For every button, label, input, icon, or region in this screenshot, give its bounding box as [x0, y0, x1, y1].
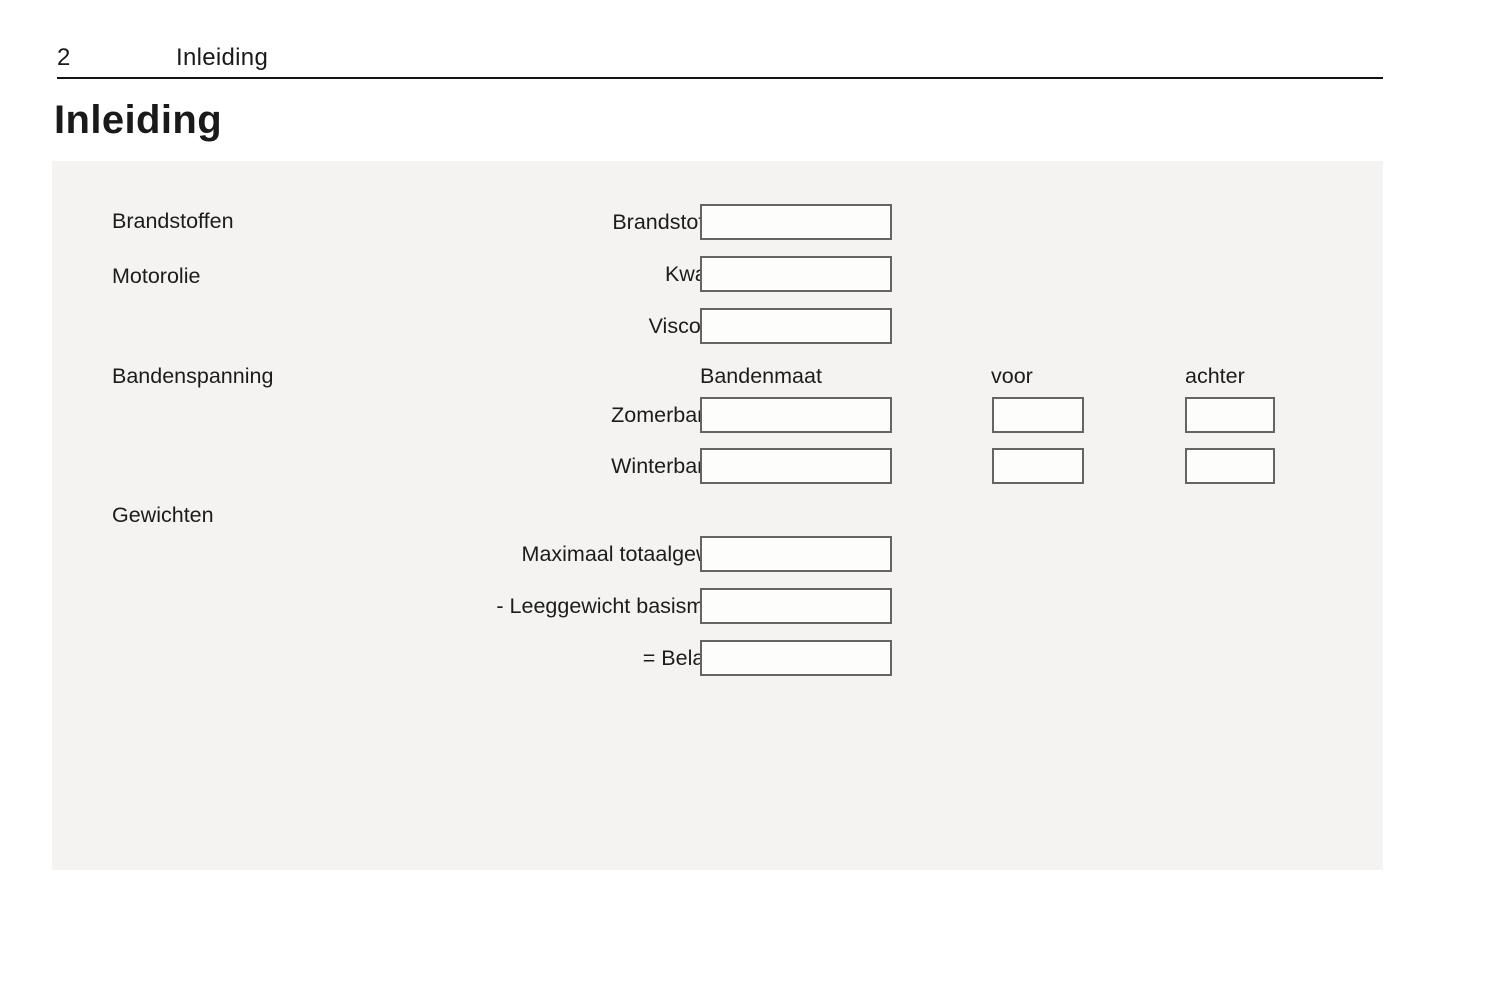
form-panel: Brandstoffen Motorolie Bandenspanning Ge… [52, 161, 1383, 870]
winterbanden-bandenmaat-input[interactable] [700, 448, 892, 484]
field-label-maximaal-totaalgewicht: Maximaal totaalgewicht [521, 542, 745, 566]
field-label-belading: = Belading [642, 646, 745, 670]
kwaliteit-input[interactable] [700, 256, 892, 292]
column-header-achter: achter [1185, 364, 1245, 388]
column-header-bandenmaat: Bandenmaat [700, 364, 822, 388]
section-label-brandstoffen: Brandstoffen [112, 209, 234, 233]
running-header-chapter: Inleiding [176, 44, 269, 71]
winterbanden-achter-input[interactable] [1185, 448, 1275, 484]
section-label-bandenspanning: Bandenspanning [112, 364, 274, 388]
belading-input[interactable] [700, 640, 892, 676]
field-label-winterbanden: Winterbanden [611, 454, 745, 478]
zomerbanden-voor-input[interactable] [992, 397, 1084, 433]
page-title: Inleiding [54, 98, 223, 142]
column-header-voor: voor [991, 364, 1033, 388]
section-label-motorolie: Motorolie [112, 264, 201, 288]
winterbanden-voor-input[interactable] [992, 448, 1084, 484]
zomerbanden-achter-input[interactable] [1185, 397, 1275, 433]
zomerbanden-bandenmaat-input[interactable] [700, 397, 892, 433]
page-number: 2 [57, 44, 71, 71]
field-label-leeggewicht-basismodel: - Leeggewicht basismodel [496, 594, 745, 618]
section-label-gewichten: Gewichten [112, 503, 214, 527]
viscositeit-input[interactable] [700, 308, 892, 344]
field-label-viscositeit: Viscositeit [648, 314, 745, 338]
field-label-brandstoftype: Brandstoftype [612, 210, 745, 234]
leeggewicht-basismodel-input[interactable] [700, 588, 892, 624]
brandstoftype-input[interactable] [700, 204, 892, 240]
header-rule [57, 77, 1383, 79]
maximaal-totaalgewicht-input[interactable] [700, 536, 892, 572]
field-label-kwaliteit: Kwaliteit [107, 261, 745, 287]
field-label-zomerbanden: Zomerbanden [611, 403, 745, 427]
